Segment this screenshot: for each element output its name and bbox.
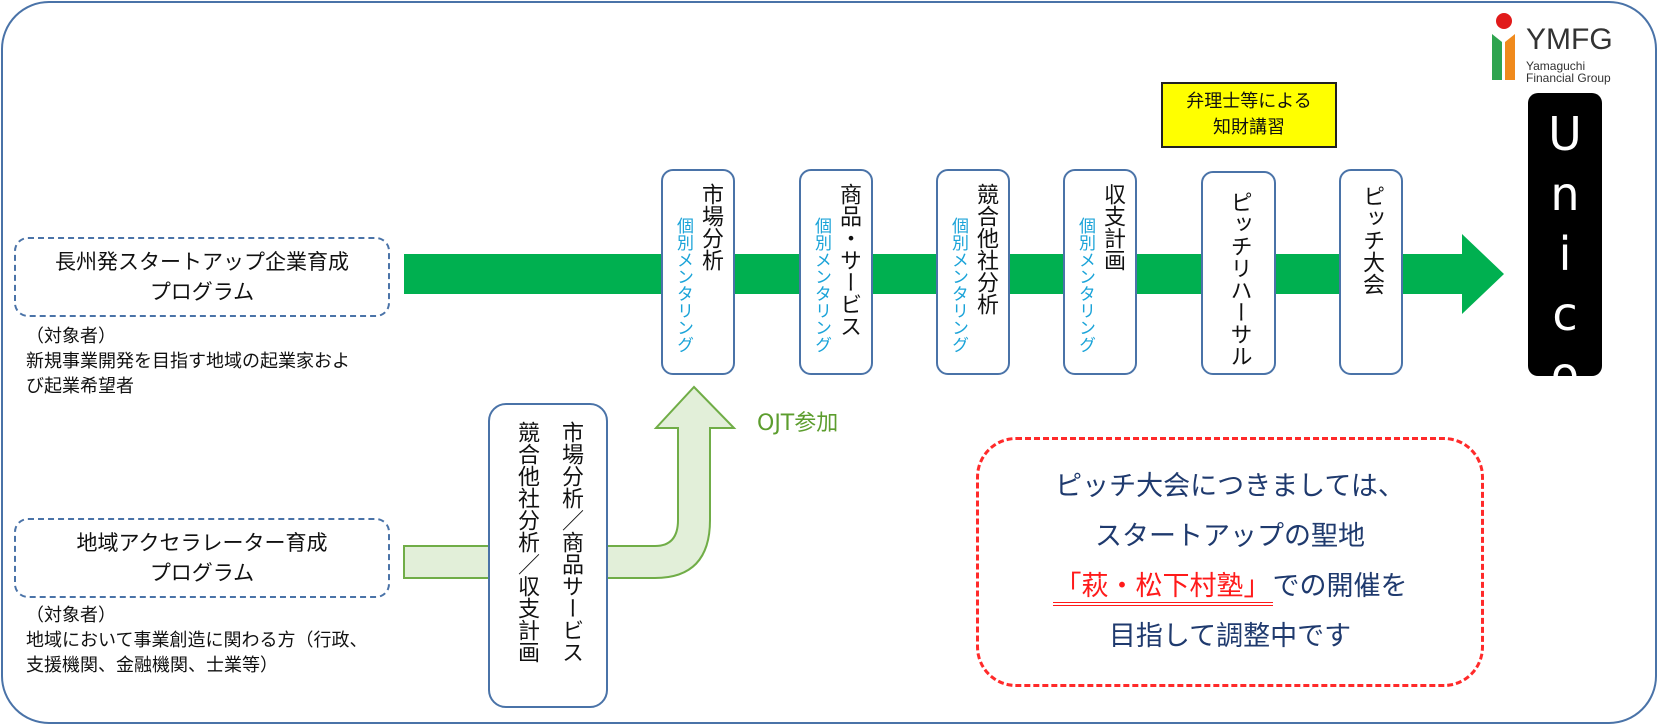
step-pitch-rehearsal: ピッチリハーサル [1201, 171, 1276, 375]
step-market-analysis: 市場分析 個別メンタリング [661, 169, 735, 375]
step-mentoring: 個別メンタリング [673, 217, 693, 353]
logo-brand: YMFG [1526, 23, 1613, 56]
step-income-plan: 収支計画 個別メンタリング [1063, 169, 1137, 375]
program-a-line2: プログラム [149, 280, 255, 304]
program-b-box: 地域アクセラレーター育成 プログラム [14, 518, 390, 598]
program-b-target: （対象者） 地域において事業創造に関わる方（行政、 支援機関、金融機関、士業等） [26, 603, 446, 678]
step-mentoring: 個別メンタリング [811, 217, 831, 353]
program-b-line2: プログラム [149, 561, 255, 585]
notice-line3-rest: での開催を [1272, 571, 1408, 602]
program-b-target-line1: 地域において事業創造に関わる方（行政、 [26, 630, 368, 651]
ojt-arrow [403, 385, 737, 579]
unicorn-label: Unicorn [1538, 107, 1592, 527]
notice-line2: スタートアップの聖地 [1095, 521, 1365, 552]
ymfg-logo: YMFG Yamaguchi Financial Group [1488, 10, 1638, 86]
program-b-target-line2: 支援機関、金融機関、士業等） [26, 655, 278, 676]
step-label: ピッチ大会 [1359, 185, 1384, 295]
unicorn-goal: Unicorn [1528, 93, 1602, 527]
step-competitor-analysis: 競合他社分析 個別メンタリング [936, 169, 1010, 375]
program-b-target-label: （対象者） [26, 605, 116, 626]
logo-sub2: Financial Group [1526, 71, 1611, 85]
step-label: ピッチリハーサル [1226, 191, 1252, 367]
logo-mark-icon [1492, 13, 1515, 80]
program-a-target-line2: び起業希望者 [26, 376, 134, 397]
step-mentoring: 個別メンタリング [1075, 217, 1095, 353]
notice-line4: 目指して調整中です [1108, 621, 1352, 652]
step-mentoring: 個別メンタリング [948, 217, 968, 353]
ip-lecture-line1: 弁理士等による [1186, 91, 1312, 112]
logo-sub1: Yamaguchi [1526, 59, 1586, 73]
program-a-target: （対象者） 新規事業開発を目指す地域の起業家およ び起業希望者 [26, 324, 426, 399]
step-label: 収支計画 [1100, 183, 1125, 271]
step-pitch-contest: ピッチ大会 [1339, 169, 1403, 375]
ojt-topics-col1: 市場分析／商品サービス [558, 421, 583, 663]
ojt-topics-col2: 競合他社分析／収支計画 [514, 421, 539, 663]
program-a-target-line1: 新規事業開発を目指す地域の起業家およ [26, 351, 350, 372]
step-product-service: 商品・サービス 個別メンタリング [799, 169, 873, 375]
program-a-target-label: （対象者） [26, 326, 116, 347]
ojt-topics-box: 市場分析／商品サービス 競合他社分析／収支計画 [488, 403, 608, 708]
program-a-line1: 長州発スタートアップ企業育成 [55, 250, 349, 274]
step-label: 商品・サービス [836, 183, 861, 337]
step-label: 市場分析 [698, 183, 723, 271]
notice-line3: 「萩・松下村塾」での開催を [1052, 562, 1408, 612]
notice-venue: 「萩・松下村塾」 [1052, 571, 1273, 606]
step-label: 競合他社分析 [973, 183, 998, 315]
ip-lecture-box: 弁理士等による 知財講習 [1161, 82, 1337, 148]
program-b-line1: 地域アクセラレーター育成 [76, 531, 328, 555]
notice-line1: ピッチ大会につきましては、 [1055, 471, 1405, 502]
ip-lecture-line2: 知財講習 [1213, 117, 1285, 138]
notice-box: ピッチ大会につきましては、 スタートアップの聖地 「萩・松下村塾」での開催を 目… [976, 437, 1484, 687]
ojt-label: OJT参加 [757, 411, 839, 436]
program-a-box: 長州発スタートアップ企業育成 プログラム [14, 237, 390, 317]
